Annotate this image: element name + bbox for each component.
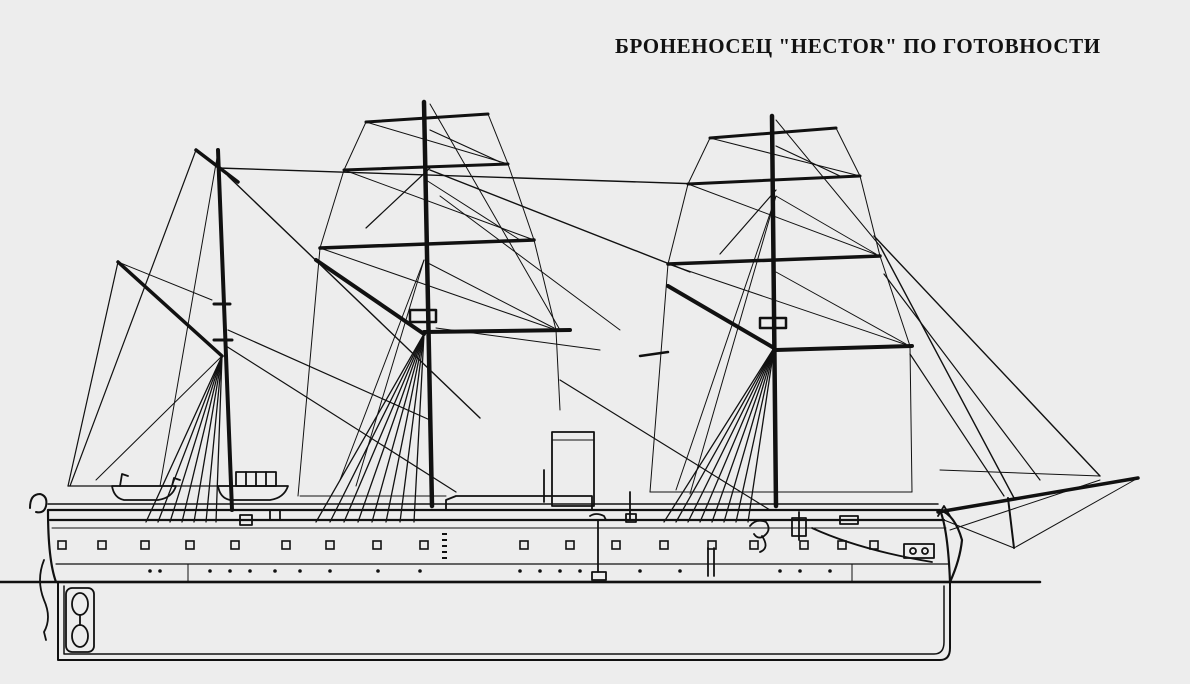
armor-belt-marks xyxy=(442,533,447,559)
scuttles xyxy=(148,569,832,573)
underwater-hull xyxy=(57,581,951,661)
drawing-caption: БРОНЕНОСЕЦ "НЕСТОR" ПО ГОТОВНОСТИ xyxy=(615,34,1101,58)
gun-ports xyxy=(57,540,879,550)
hull xyxy=(46,508,964,584)
foremast xyxy=(638,113,1101,523)
funnel xyxy=(551,431,595,507)
deck-fittings xyxy=(111,431,951,581)
bowsprit xyxy=(936,476,1140,549)
stern-ornament xyxy=(29,493,48,514)
mizzen-mast xyxy=(67,148,701,523)
main-mast xyxy=(297,99,771,523)
rudder-propeller xyxy=(39,559,95,653)
